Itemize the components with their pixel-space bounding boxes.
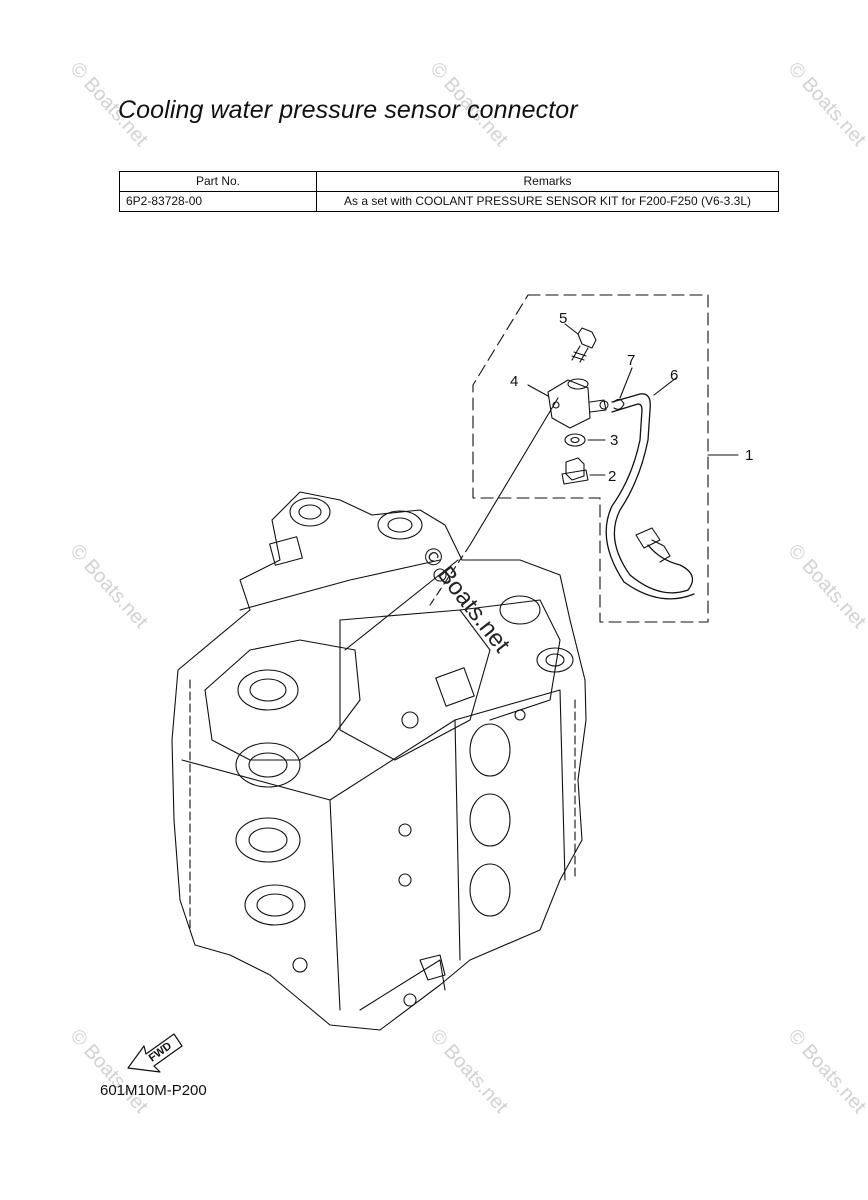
callout-5: 5 (559, 310, 567, 327)
hose-part-6 (605, 377, 695, 600)
callout-7: 7 (627, 352, 635, 369)
callout-1: 1 (745, 447, 753, 464)
cell-part-no[interactable]: 6P2-83728-00 (119, 191, 317, 212)
page-title: Cooling water pressure sensor connector (118, 96, 578, 124)
parts-table: Part No. Remarks 6P2-83728-00 As a set w… (119, 171, 779, 212)
cell-remarks: As a set with COOLANT PRESSURE SENSOR KI… (316, 191, 779, 212)
bolt-part-5 (564, 323, 597, 363)
callout-6: 6 (670, 367, 678, 384)
engine-block-drawing (171, 491, 587, 1031)
kit-boundary (472, 294, 709, 623)
callout-3: 3 (610, 432, 618, 449)
callout-2: 2 (608, 468, 616, 485)
plug-part-2 (561, 457, 606, 485)
callout-4: 4 (510, 373, 518, 390)
connector-part-4 (527, 378, 609, 429)
fwd-arrow-icon: FWD (127, 1033, 183, 1073)
clip-part-7 (613, 367, 633, 410)
washer-part-3 (564, 433, 606, 447)
table-row: 6P2-83728-00 As a set with COOLANT PRESS… (119, 191, 779, 212)
diagram-code: 601M10M-P200 (100, 1082, 207, 1099)
